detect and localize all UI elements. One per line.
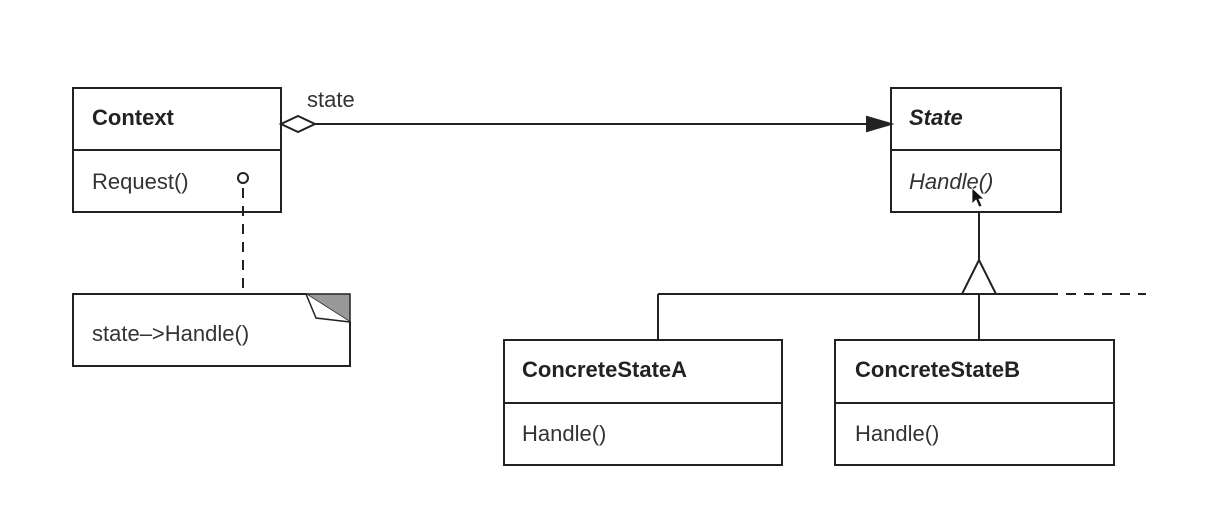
state-class-name: State: [909, 105, 963, 130]
inheritance-hierarchy: [657, 212, 1146, 340]
note-fold-corner: [305, 293, 351, 323]
concrete-state-b-handle-operation: Handle(): [855, 421, 939, 446]
note-anchor-circle: [237, 172, 249, 184]
association-arrowhead: [866, 115, 895, 133]
aggregation-diamond: [278, 114, 318, 134]
context-class-name: Context: [92, 105, 175, 130]
concrete-state-a-name: ConcreteStateA: [522, 357, 687, 382]
state-handle-operation: Handle(): [909, 169, 993, 194]
concrete-state-a-handle-operation: Handle(): [522, 421, 606, 446]
inheritance-triangle: [960, 257, 998, 295]
context-state-aggregation: state: [278, 87, 895, 134]
association-role-label: state: [307, 87, 355, 112]
note-box: [72, 293, 351, 367]
context-class: Context Request(): [72, 87, 282, 213]
concrete-state-b-name: ConcreteStateB: [855, 357, 1020, 382]
concrete-state-a-class: ConcreteStateA Handle(): [503, 339, 783, 466]
concrete-state-b-class: ConcreteStateB Handle(): [834, 339, 1115, 466]
mouse-pointer-icon: [971, 187, 986, 208]
note-text: state–>Handle(): [92, 321, 249, 346]
implementation-note: state–>Handle(): [72, 188, 351, 367]
context-request-operation: Request(): [92, 169, 189, 194]
state-class: State Handle(): [890, 87, 1062, 213]
